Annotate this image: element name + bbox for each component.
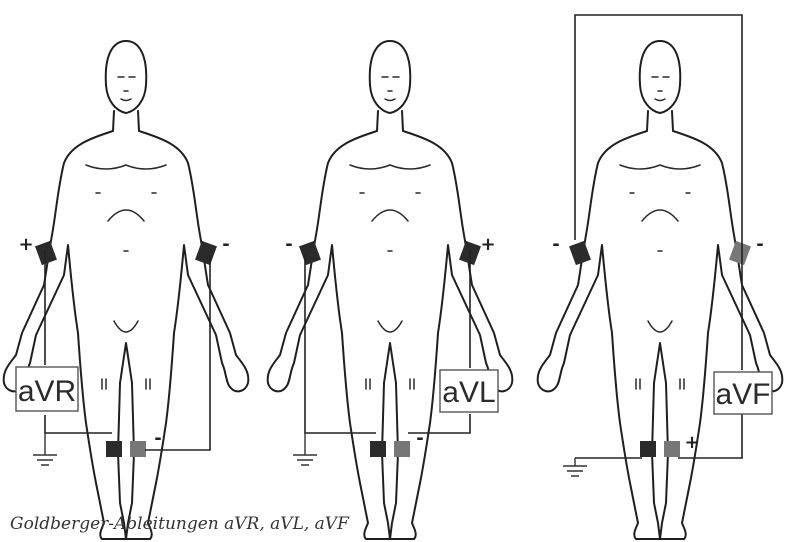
right-arm-electrode-avl xyxy=(299,241,321,265)
left-leg-sign-avl: - xyxy=(416,428,423,449)
left-leg-sign-avf: + xyxy=(684,432,699,453)
right-leg-electrode-avf xyxy=(640,441,656,457)
left-leg-sign-avr: - xyxy=(154,428,161,449)
right-leg-electrode-avl xyxy=(370,441,386,457)
lead-label-avl: aVL xyxy=(442,376,495,409)
wires-avr: aVR + - - xyxy=(16,234,230,465)
left-arm-sign-avl: + xyxy=(480,234,495,255)
right-leg-electrode-avr xyxy=(106,441,122,457)
lead-label-avf: aVF xyxy=(715,378,770,411)
right-arm-electrode-avf xyxy=(569,241,591,265)
right-arm-sign-avl: - xyxy=(285,234,292,255)
diagram-caption: Goldberger-Ableitungen aVR, aVL, aVF xyxy=(10,514,350,534)
left-leg-electrode-avf xyxy=(664,441,680,457)
human-figure-avr xyxy=(4,41,249,539)
figure-avr xyxy=(4,41,249,539)
left-arm-sign-avf: - xyxy=(756,234,763,255)
left-leg-electrode-avr xyxy=(130,441,146,457)
lead-label-avr: aVR xyxy=(18,375,76,408)
left-leg-electrode-avl xyxy=(394,441,410,457)
left-arm-electrode-avr xyxy=(195,241,217,265)
left-arm-electrode-avf xyxy=(729,241,751,265)
right-arm-sign-avf: - xyxy=(552,234,559,255)
right-arm-electrode-avr xyxy=(35,241,57,265)
right-arm-sign-avr: + xyxy=(18,234,33,255)
left-arm-sign-avr: - xyxy=(222,234,229,255)
